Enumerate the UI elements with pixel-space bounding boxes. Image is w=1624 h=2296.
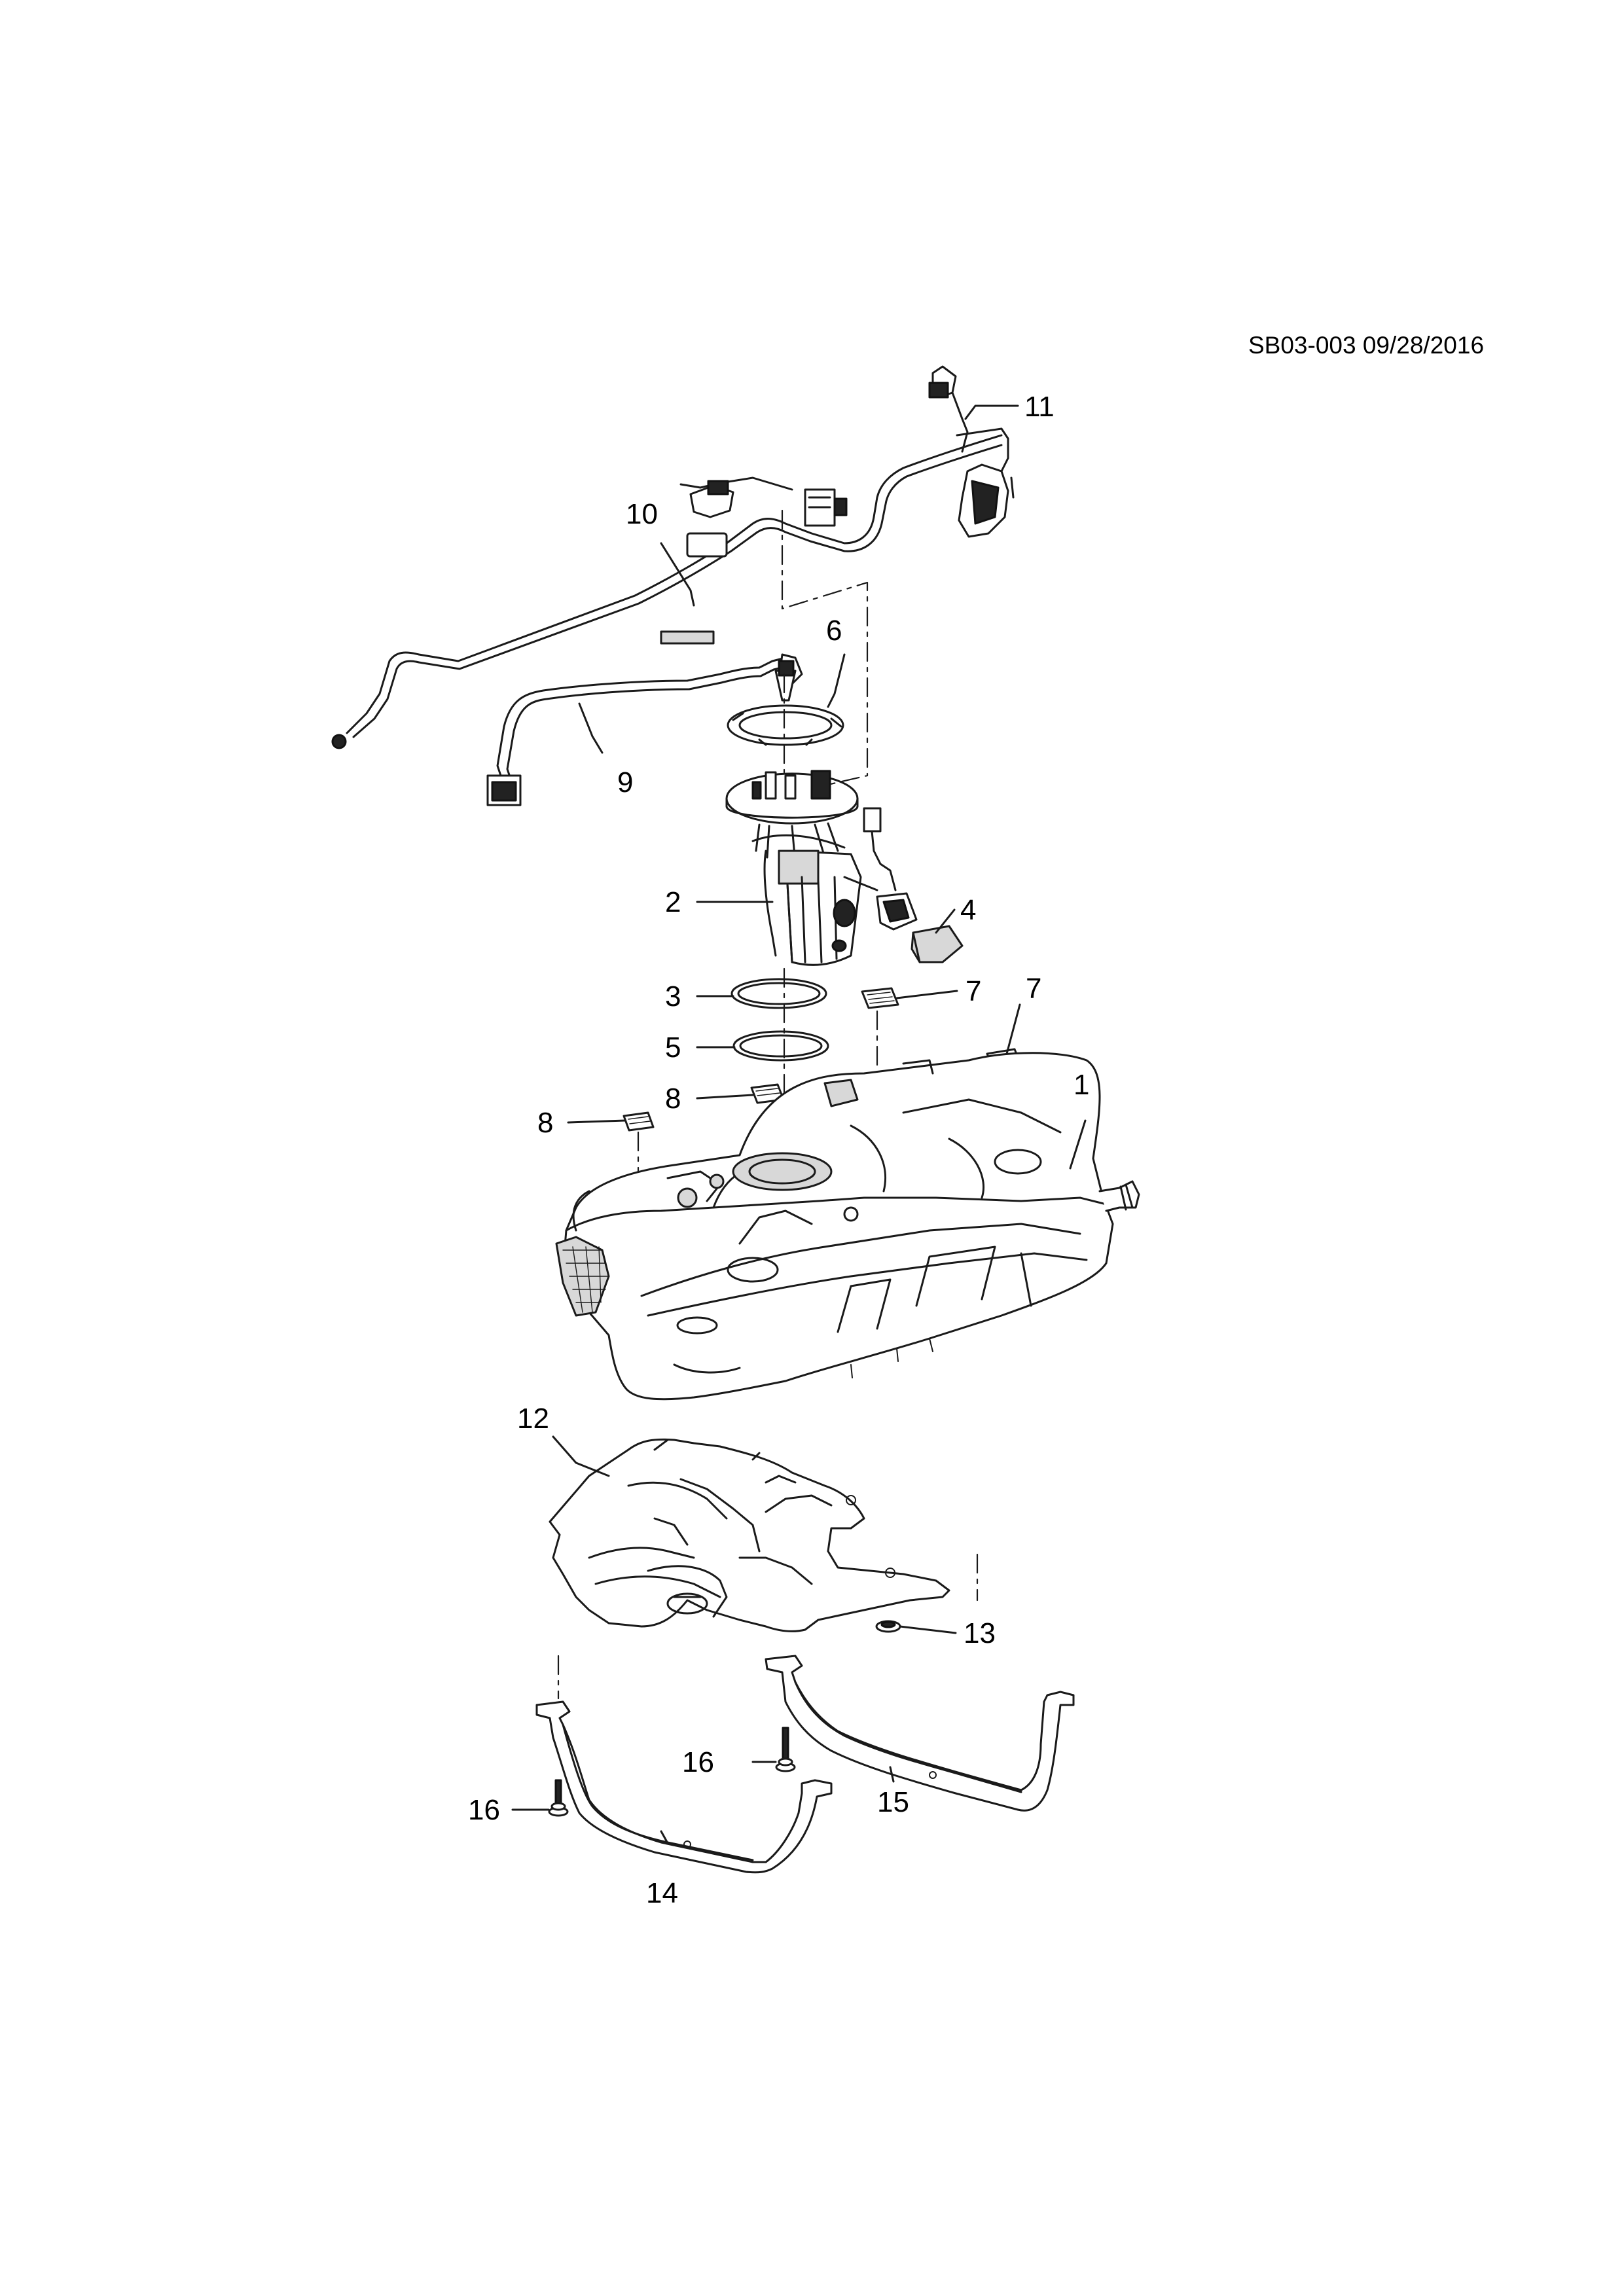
callout-12: 12	[517, 1403, 549, 1435]
part-16-bolt-center	[775, 1727, 796, 1772]
part-5-seal	[732, 1030, 829, 1062]
callout-16-left: 16	[468, 1794, 500, 1826]
part-11-connector-harness	[928, 365, 1015, 538]
part-12-heat-shield	[549, 1438, 950, 1632]
callout-7-right: 7	[1026, 973, 1041, 1005]
callout-4: 4	[960, 894, 976, 926]
callout-7-left: 7	[965, 975, 981, 1007]
part-16-bolt-left	[548, 1779, 569, 1817]
callout-9: 9	[617, 766, 633, 798]
part-1-fuel-tank	[555, 1052, 1140, 1401]
callout-leaders	[511, 404, 1087, 1844]
callout-16-center: 16	[682, 1746, 714, 1778]
part-8-pad-left	[623, 1111, 655, 1132]
part-2-fuel-pump-module	[725, 770, 862, 966]
callout-5: 5	[665, 1031, 681, 1064]
part-15-tank-strap	[765, 1655, 1075, 1812]
part-3-seal	[731, 978, 827, 1009]
callout-14: 14	[646, 1877, 678, 1909]
part-10-wiring-harness	[331, 434, 1003, 749]
callout-1: 1	[1074, 1069, 1089, 1101]
callout-11: 11	[1024, 391, 1055, 423]
callout-labels: 1 2 3 4 5 6 7 7 8 8 9 10 11 12 13 14 15 …	[468, 391, 1089, 1909]
part-7-pad-left	[861, 987, 899, 1009]
callout-15: 15	[877, 1786, 909, 1818]
callout-2: 2	[665, 886, 681, 918]
callout-10: 10	[626, 498, 658, 530]
part-13-nut	[875, 1620, 901, 1633]
callout-8-left: 8	[537, 1107, 553, 1139]
callout-13: 13	[964, 1617, 996, 1649]
part-6-lock-ring	[727, 660, 844, 746]
callout-3: 3	[665, 980, 681, 1013]
callout-8-center: 8	[665, 1083, 681, 1115]
part-4-level-sender	[843, 807, 964, 963]
part-14-tank-strap	[535, 1700, 833, 1874]
callout-6: 6	[826, 615, 842, 647]
diagram-reference-code: SB03-003 09/28/2016	[1248, 332, 1484, 359]
